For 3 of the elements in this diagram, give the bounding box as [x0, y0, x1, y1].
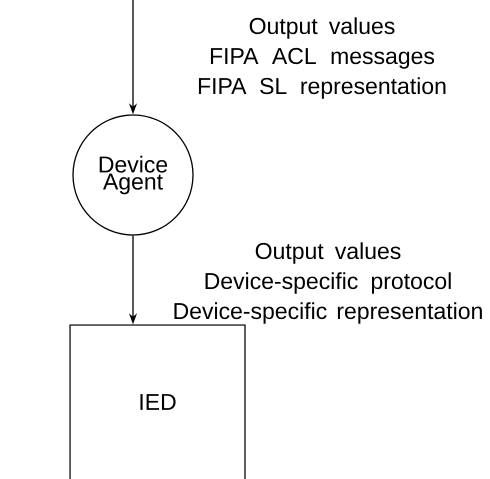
device-box: IED — [69, 324, 246, 479]
edge-label: Output values Device-specific protocol Device-specific representation — [174, 242, 482, 324]
edge-label: Output values FIPA ACL messages FIPA SL representation — [198, 17, 446, 99]
